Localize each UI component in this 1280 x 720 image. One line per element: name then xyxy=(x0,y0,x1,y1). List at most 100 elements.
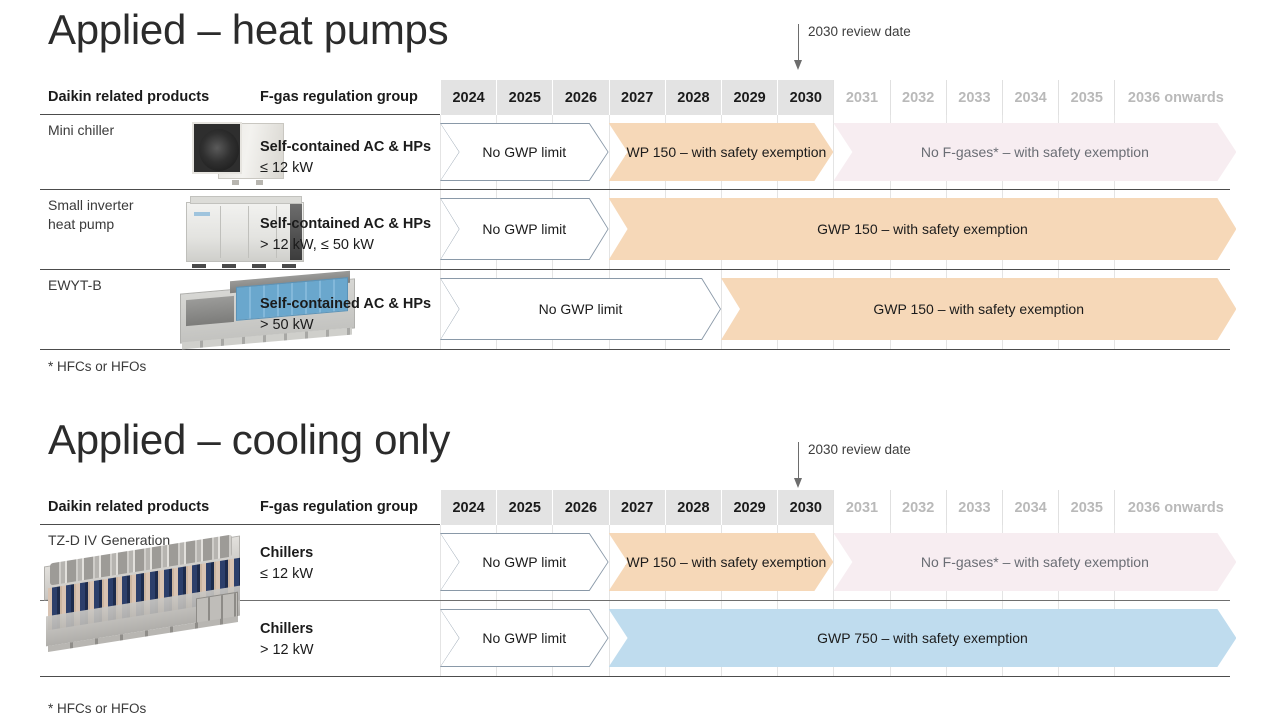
timeline-bar[interactable]: GWP 150 – with safety exemption xyxy=(609,198,1237,260)
product-name: TZ-D IV Generation xyxy=(48,532,171,548)
footnote: * HFCs or HFOs xyxy=(48,701,147,716)
table-row: TZ-D IV Generation Chillers ≤ 12 kW No GWP… xyxy=(40,525,1230,653)
timeline-bar[interactable]: GWP 150 – with safety exemption xyxy=(609,533,834,591)
column-header-year-2034[interactable]: 2034 xyxy=(1002,490,1059,525)
column-header-year-2028[interactable]: 2028 xyxy=(664,80,721,115)
timeline-bar-inner: No GWP limit xyxy=(441,199,608,259)
column-header-year-2026[interactable]: 2026 xyxy=(552,80,609,115)
column-header-year-2026[interactable]: 2026 xyxy=(552,490,609,525)
timeline-bar[interactable]: No F-gases* – with safety exemption xyxy=(833,533,1236,591)
timeline-bar[interactable]: GWP 150 – with safety exemption xyxy=(721,278,1236,340)
timeline-bar-label: GWP 150 – with safety exemption xyxy=(615,144,827,160)
timeline-bar-label: GWP 750 – with safety exemption xyxy=(817,630,1028,646)
timeline-bar[interactable]: No GWP limit xyxy=(440,123,609,181)
column-header-year-2024[interactable]: 2024 xyxy=(440,80,497,115)
fgas-group-title: Self-contained AC & HPs xyxy=(260,139,432,155)
down-arrow-icon xyxy=(794,478,802,488)
timeline-bar[interactable]: GWP 750 – with safety exemption xyxy=(609,609,1237,667)
column-header-year-2029[interactable]: 2029 xyxy=(721,490,778,525)
timeline-bars: No GWP limit GWP 150 – with safety exempt… xyxy=(440,115,1240,189)
product-name: Mini chiller xyxy=(48,122,115,138)
column-header-year-2025[interactable]: 2025 xyxy=(496,490,553,525)
timeline-bar-inner: No GWP limit xyxy=(441,610,608,666)
column-header-year-2034[interactable]: 2034 xyxy=(1002,80,1059,115)
timeline-bar-label: No GWP limit xyxy=(482,630,567,646)
timeline-bar[interactable]: No GWP limit xyxy=(440,533,609,591)
review-date-label: 2030 review date xyxy=(808,442,911,457)
timeline-bar-label: GWP 150 – with safety exemption xyxy=(817,221,1028,237)
column-header-year-2025[interactable]: 2025 xyxy=(496,80,553,115)
table-row: EWYT-B Self-contained AC & HPs > 50 kW No … xyxy=(40,270,1230,350)
timeline-bar-inner: No GWP limit xyxy=(441,279,720,339)
timeline-bars: No GWP limit GWP 150 – with safety exempt… xyxy=(440,190,1240,269)
column-header-year-2030[interactable]: 2030 xyxy=(777,80,834,115)
column-header-year-2032[interactable]: 2032 xyxy=(889,80,946,115)
review-date-annotation: 2030 review date xyxy=(794,24,1038,80)
column-header-year-2036-onwards[interactable]: 2036 onwards xyxy=(1114,80,1237,115)
column-header-products: Daikin related products xyxy=(48,89,210,105)
timeline-bar-label: No GWP limit xyxy=(482,144,567,160)
column-header-year-2033[interactable]: 2033 xyxy=(945,490,1002,525)
fgas-group-label: Self-contained AC & HPs > 12 kW, ≤ 50 kW xyxy=(260,214,440,256)
column-header-year-2035[interactable]: 2035 xyxy=(1058,490,1115,525)
fgas-group-title: Chillers xyxy=(260,621,314,637)
regulation-table: Daikin related products F-gas regulation … xyxy=(40,490,1237,677)
column-header-year-2035[interactable]: 2035 xyxy=(1058,80,1115,115)
column-header-year-2024[interactable]: 2024 xyxy=(440,490,497,525)
column-header-year-2031[interactable]: 2031 xyxy=(833,80,890,115)
product-name: EWYT-B xyxy=(48,277,102,293)
table-row: Chillers > 12 kW No GWP limit GWP 750 – wit… xyxy=(40,601,1230,677)
fgas-group-capacity: ≤ 12 kW xyxy=(260,160,314,176)
timeline-bar-label: GWP 150 – with safety exemption xyxy=(615,554,827,570)
column-header-fgas-group: F-gas regulation group xyxy=(260,499,418,515)
timeline-bar[interactable]: GWP 150 – with safety exemption xyxy=(609,123,834,181)
regulation-table: Daikin related products F-gas regulation … xyxy=(40,80,1237,350)
arrow-line xyxy=(798,24,799,64)
fgas-group-capacity: ≤ 12 kW xyxy=(260,566,314,582)
timeline-bar-label: No GWP limit xyxy=(482,554,567,570)
review-date-label: 2030 review date xyxy=(808,24,911,39)
column-header-year-2027[interactable]: 2027 xyxy=(608,490,665,525)
footnote: * HFCs or HFOs xyxy=(48,359,147,374)
column-header-year-2027[interactable]: 2027 xyxy=(608,80,665,115)
column-header-year-2030[interactable]: 2030 xyxy=(777,490,834,525)
column-header-year-2033[interactable]: 2033 xyxy=(945,80,1002,115)
timeline-bar-label: GWP 150 – with safety exemption xyxy=(873,301,1084,317)
fgas-group-title: Self-contained AC & HPs xyxy=(260,216,432,232)
timeline-bar[interactable]: No F-gases* – with safety exemption xyxy=(833,123,1236,181)
table-header-row: Daikin related products F-gas regulation … xyxy=(40,490,1237,525)
column-header-year-2028[interactable]: 2028 xyxy=(664,490,721,525)
column-header-year-2036-onwards[interactable]: 2036 onwards xyxy=(1114,490,1237,525)
timeline-bar-label: No GWP limit xyxy=(538,301,623,317)
fgas-group-title: Chillers xyxy=(260,545,314,561)
mini-chiller-photo xyxy=(190,119,286,185)
fgas-group-capacity: > 50 kW xyxy=(260,317,314,333)
column-header-fgas-group: F-gas regulation group xyxy=(260,89,418,105)
table-header-row: Daikin related products F-gas regulation … xyxy=(40,80,1237,115)
timeline-bar[interactable]: No GWP limit xyxy=(440,198,609,260)
review-date-annotation: 2030 review date xyxy=(794,442,1038,498)
small-inverter-heat-pump-photo xyxy=(180,196,310,268)
fgas-group-label: Chillers ≤ 12 kW xyxy=(260,543,440,585)
timeline-bars: No GWP limit GWP 750 – with safety exempt… xyxy=(440,601,1240,676)
fgas-group-title: Self-contained AC & HPs xyxy=(260,296,432,312)
fgas-group-label: Chillers > 12 kW xyxy=(260,619,440,661)
fgas-group-label: Self-contained AC & HPs > 50 kW xyxy=(260,294,440,336)
column-header-year-2029[interactable]: 2029 xyxy=(721,80,778,115)
fgas-group-capacity: > 12 kW xyxy=(260,642,314,658)
column-header-year-2032[interactable]: 2032 xyxy=(889,490,946,525)
timeline-bar[interactable]: No GWP limit xyxy=(440,278,721,340)
column-header-products: Daikin related products xyxy=(48,499,210,515)
timeline-bar-inner: No GWP limit xyxy=(441,534,608,590)
timeline-bar-label: No F-gases* – with safety exemption xyxy=(920,144,1149,160)
table-row: Mini chiller Self-contained AC & HPs ≤ 12… xyxy=(40,115,1230,190)
timeline-bar[interactable]: No GWP limit xyxy=(440,609,609,667)
fgas-group-capacity: > 12 kW, ≤ 50 kW xyxy=(260,237,374,253)
column-header-year-2031[interactable]: 2031 xyxy=(833,490,890,525)
timeline-bars: No GWP limit GWP 150 – with safety exempt… xyxy=(440,525,1240,600)
timeline-bar-label: No GWP limit xyxy=(482,221,567,237)
timeline-bar-inner: No GWP limit xyxy=(441,124,608,180)
